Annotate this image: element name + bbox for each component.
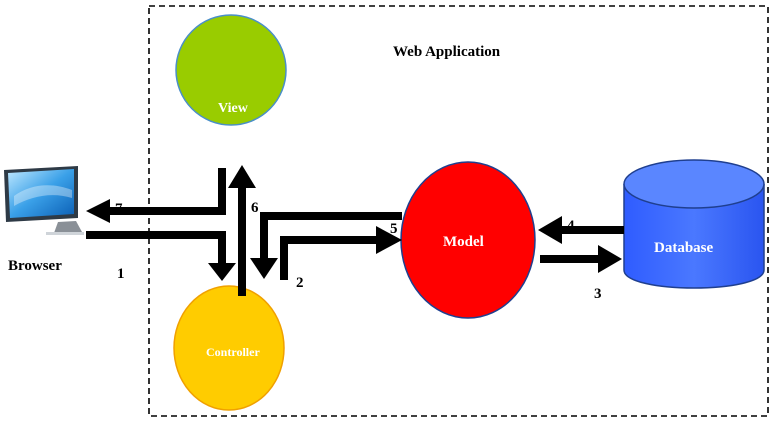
step-6-label: 6 — [251, 200, 259, 216]
step-1-label: 1 — [117, 266, 125, 282]
arrow-4 — [538, 216, 624, 244]
browser-label: Browser — [8, 258, 62, 274]
controller-node[interactable] — [173, 285, 285, 411]
arrow-1 — [86, 231, 236, 281]
arrow-3 — [540, 245, 622, 273]
step-2-label: 2 — [296, 275, 304, 291]
step-4-label: 4 — [567, 218, 575, 234]
step-5-label: 5 — [390, 221, 398, 237]
view-label: View — [218, 101, 249, 116]
web-application-title: Web Application — [393, 44, 501, 60]
view-node[interactable] — [175, 14, 287, 126]
browser-monitor-icon[interactable] — [4, 166, 84, 235]
arrow-2 — [280, 226, 402, 280]
arrow-5 — [250, 212, 402, 279]
model-label: Model — [443, 234, 484, 250]
arrow-6 — [228, 165, 256, 296]
database-node[interactable] — [623, 159, 765, 289]
arrow-7 — [86, 168, 226, 223]
step-7-label: 7 — [115, 201, 123, 217]
controller-label: Controller — [206, 345, 260, 359]
step-3-label: 3 — [594, 286, 602, 302]
database-label: Database — [654, 240, 714, 256]
